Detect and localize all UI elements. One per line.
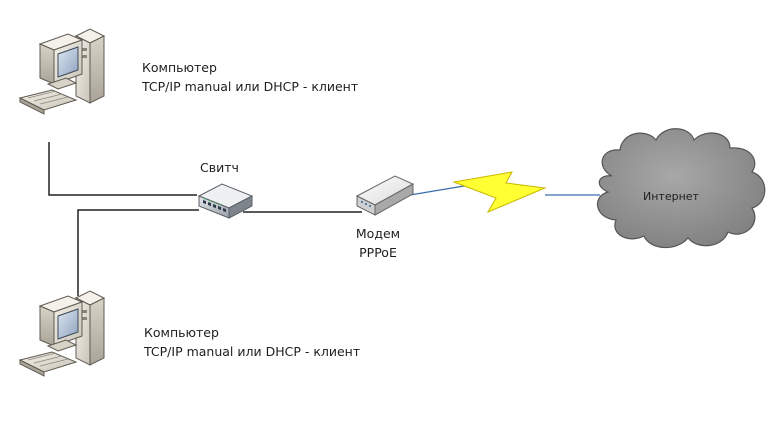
computer-top-label: Компьютер TCP/IP manual или DHCP - клиен…: [142, 58, 358, 96]
connection-lines: [48, 142, 362, 296]
computer-bottom-label: Компьютер TCP/IP manual или DHCP - клиен…: [144, 323, 360, 361]
desktop-computer-icon: [18, 28, 106, 115]
link-bottom-computer-switch: [77, 209, 199, 296]
wireless-link: [409, 184, 600, 196]
lightning-icon: [452, 171, 547, 214]
internet-cloud-icon: [597, 128, 766, 249]
modem-label: Модем PPPoE: [338, 224, 418, 262]
network-switch-icon: [197, 183, 254, 219]
computer-bottom-name: Компьютер: [144, 325, 219, 340]
modem-icon: [355, 175, 415, 216]
computer-bottom-mode: TCP/IP manual или DHCP - клиент: [144, 344, 361, 359]
computer-top-name: Компьютер: [142, 60, 217, 75]
computer-top-mode: TCP/IP manual или DHCP - клиент: [142, 79, 359, 94]
modem-protocol: PPPoE: [359, 245, 397, 260]
modem-name: Модем: [355, 226, 401, 241]
desktop-computer-icon: [18, 290, 106, 377]
switch-label: Свитч: [200, 160, 239, 175]
link-top-computer-switch: [48, 142, 197, 196]
internet-label: Интернет: [643, 190, 699, 203]
